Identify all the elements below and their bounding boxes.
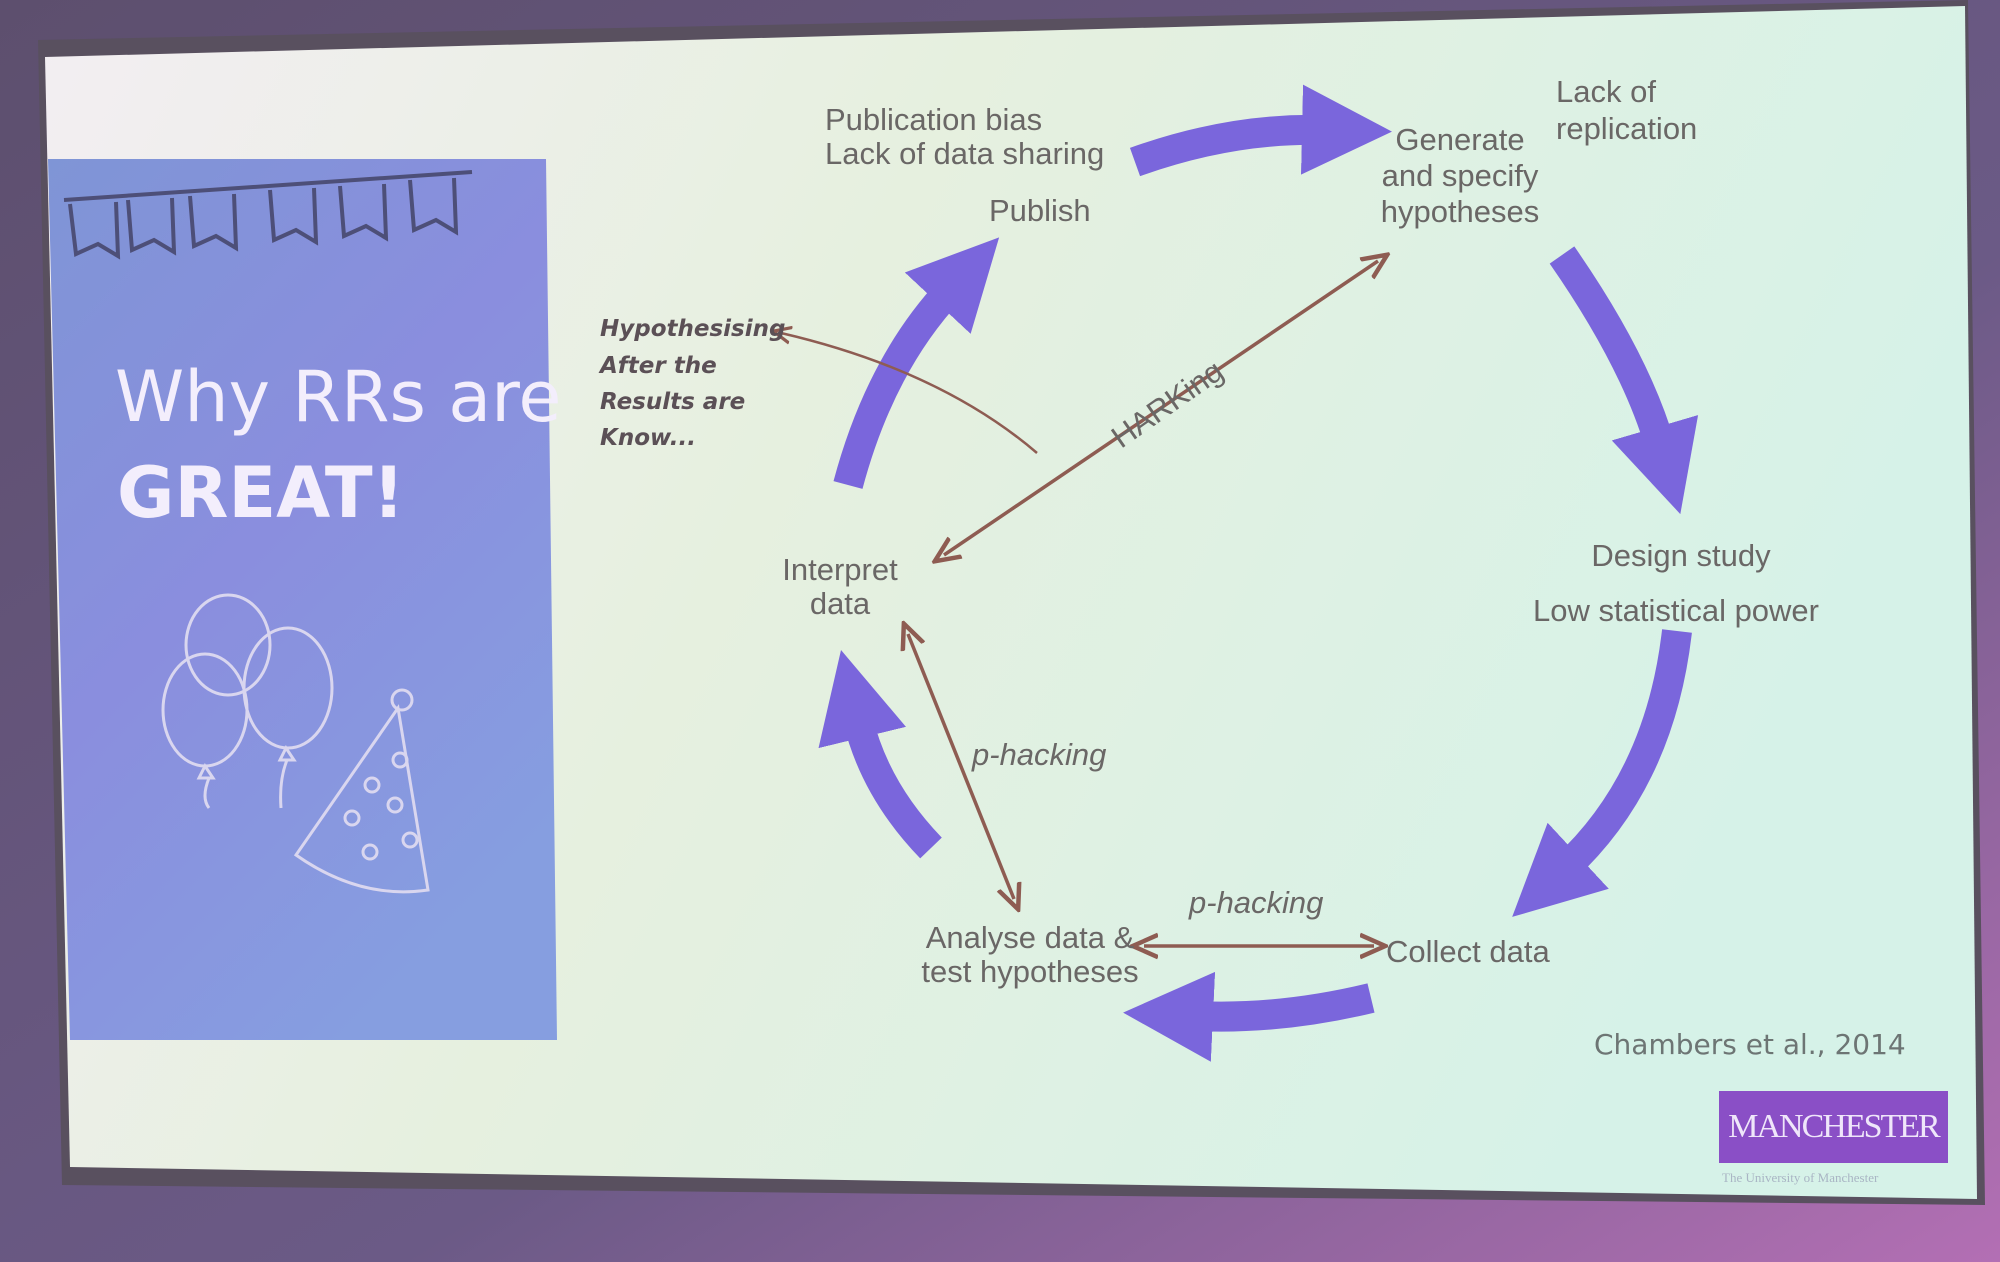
problem-replication-1: Lack of xyxy=(1556,74,1656,109)
node-publish: Publish xyxy=(989,193,1091,228)
title-panel xyxy=(48,159,557,1040)
harking-note-1: Hypothesising xyxy=(600,316,786,342)
node-interpret-2: data xyxy=(809,586,871,621)
node-design-study: Design study xyxy=(1591,538,1771,573)
node-generate-2: and specify xyxy=(1381,158,1539,193)
problem-publication-bias: Publication bias xyxy=(825,102,1043,137)
slide-title-line1: Why RRs are xyxy=(115,356,562,438)
harking-note-3: Results are xyxy=(600,389,746,415)
arrow-generate-to-design xyxy=(1549,246,1699,515)
harking-note-2: After the xyxy=(600,353,717,379)
arrow-collect-to-analyse xyxy=(1123,971,1375,1062)
logo-subtitle: The University of Manchester xyxy=(1722,1170,1879,1185)
arrow-design-to-collect xyxy=(1512,629,1692,917)
problem-p-hacking-left: p-hacking xyxy=(972,737,1107,772)
problem-p-hacking-bottom: p-hacking xyxy=(1189,885,1324,920)
arrow-publish-to-generate xyxy=(1129,84,1392,177)
problem-low-power: Low statistical power xyxy=(1532,593,1820,628)
party-hat-icon xyxy=(293,688,430,894)
bunting-icon xyxy=(63,170,473,260)
university-logo: MANCHESTER xyxy=(1719,1091,1948,1163)
logo-text: MANCHESTER xyxy=(1728,1108,1940,1145)
problem-data-sharing: Lack of data sharing xyxy=(825,136,1105,171)
balloons-icon xyxy=(161,593,334,809)
node-generate-1: Generate xyxy=(1395,122,1525,157)
slide-title-line2: GREAT! xyxy=(117,452,405,534)
node-generate-3: hypotheses xyxy=(1380,194,1540,229)
node-analyse-1: Analyse data & xyxy=(925,920,1135,955)
harking-note-4: Know... xyxy=(600,425,696,451)
node-collect-data: Collect data xyxy=(1386,934,1550,969)
node-analyse-2: test hypotheses xyxy=(921,954,1139,989)
node-interpret-1: Interpret xyxy=(782,552,898,587)
harking-note-arrow xyxy=(781,333,1038,454)
harking-arrow xyxy=(944,261,1378,555)
citation: Chambers et al., 2014 xyxy=(1594,1028,1906,1061)
problem-replication-2: replication xyxy=(1556,111,1698,146)
p-hacking-left-arrow xyxy=(908,634,1014,899)
